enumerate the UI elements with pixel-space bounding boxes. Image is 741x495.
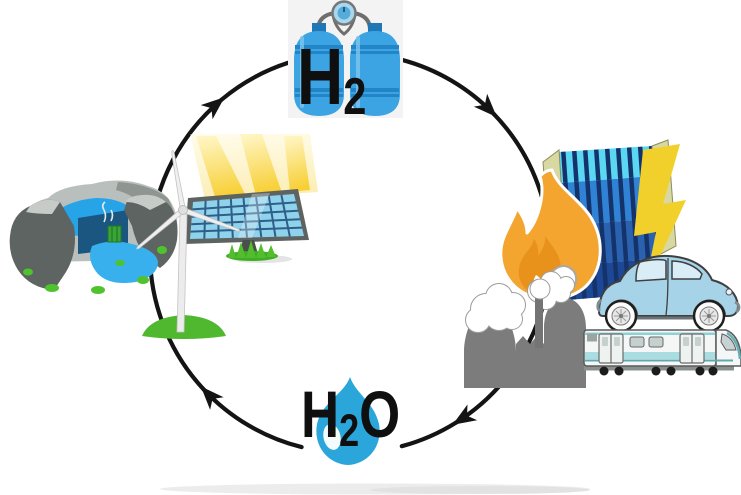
panel-grid <box>190 194 303 239</box>
rock-front-left-facet <box>26 199 60 214</box>
car-icon <box>596 254 741 333</box>
dam-generator <box>101 201 122 243</box>
cycle-arc-from-hydrogen <box>399 57 497 118</box>
train-windows <box>629 336 664 348</box>
solar-panel-icon <box>184 189 309 263</box>
car-door-line <box>665 257 669 316</box>
droplet-highlight <box>323 424 341 450</box>
train-stripe-top <box>585 332 715 335</box>
lightning-bolt-icon <box>634 144 686 291</box>
factory-icon <box>464 265 586 388</box>
cycle-arc-to-water <box>399 420 459 449</box>
rock-front-right-facet <box>126 194 166 210</box>
green-bushes <box>23 246 167 294</box>
water-label: H2O <box>301 377 400 456</box>
rock-front-left <box>9 199 76 290</box>
wind-turbine-icon <box>136 150 241 339</box>
car-wheel-front <box>692 299 726 333</box>
train-doors-left <box>598 333 624 364</box>
turbine-tower <box>176 213 188 333</box>
grass-tuft <box>226 240 278 261</box>
sun-rays-icon <box>190 134 318 200</box>
hydrogen-node: H2 <box>288 0 403 125</box>
car-bumper-rear <box>596 298 603 313</box>
gas-cylinders-icon <box>294 23 400 116</box>
smoke-cloud-left <box>465 283 526 333</box>
factory-chimney <box>535 294 543 348</box>
train-icon <box>583 329 741 376</box>
car-wheel-rear <box>604 299 638 333</box>
turbine-hub <box>178 205 188 215</box>
panel-sheen <box>238 193 270 238</box>
hydrogen-label: H2 <box>297 32 366 125</box>
cycle-arc-bottom-left <box>200 386 304 450</box>
train-doors-right <box>679 333 705 364</box>
hydro-dam-icon <box>9 180 178 294</box>
car-window-front <box>671 260 703 280</box>
train-unit-box <box>587 333 597 342</box>
car-window-rear <box>635 258 667 282</box>
water-node: H2O <box>301 377 400 465</box>
train-nose-stripe <box>726 331 741 360</box>
train-windshield <box>720 333 737 351</box>
train-stripe-dark <box>585 359 733 362</box>
chimney-puff <box>529 278 551 300</box>
train-stripe-band <box>585 352 715 359</box>
turbine-blades <box>136 150 241 250</box>
cycle-arc-to-hydrogen <box>219 60 291 102</box>
car-bumper-front <box>734 300 741 314</box>
ground-shadow <box>160 483 590 495</box>
train-wheels <box>599 366 718 376</box>
car-headlight <box>725 288 733 296</box>
